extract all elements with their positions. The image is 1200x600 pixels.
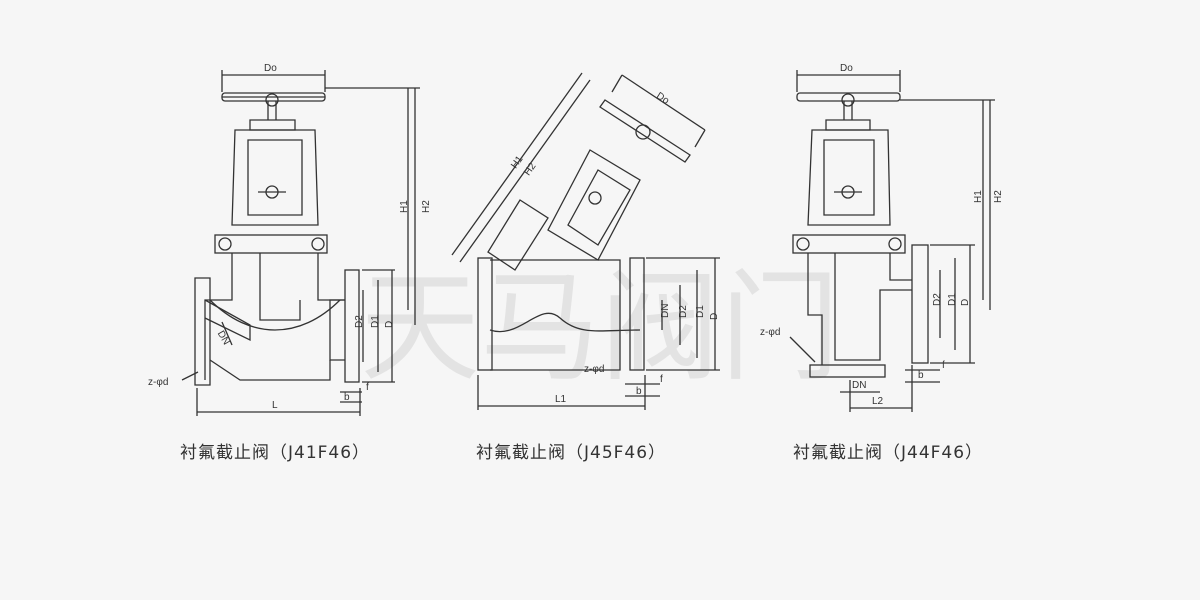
j45-label-l1: L1 <box>555 394 567 405</box>
caption-j41: 衬氟截止阀（J41F46） <box>180 443 371 463</box>
j41-label-d: D <box>384 321 395 328</box>
j45-label-dn: DN <box>660 304 671 318</box>
j41-label-bolt: z-φd <box>148 377 168 388</box>
j41-label-f: f <box>366 382 369 393</box>
j45-label-do: Do <box>654 91 671 107</box>
j45-label-bolt: z-φd <box>584 364 604 375</box>
j41-label-dn: DN <box>215 329 232 347</box>
j45-label-h2: H2 <box>522 161 539 178</box>
j44-label-f: f <box>942 360 945 371</box>
j45-label-b: b <box>636 386 642 397</box>
j41-label-h2: H2 <box>421 200 432 213</box>
diagram-j44 <box>789 70 995 412</box>
j44-label-d2: D2 <box>932 293 943 306</box>
j44-label-h2: H2 <box>993 190 1004 203</box>
diagram-j45 <box>451 72 720 410</box>
j45-label-d1: D1 <box>695 305 706 318</box>
watermark: 天马阀门 <box>360 259 840 398</box>
caption-j44: 衬氟截止阀（J44F46） <box>793 443 984 463</box>
j44-label-do: Do <box>840 63 853 74</box>
j44-label-bolt: z-φd <box>760 327 780 338</box>
j44-label-dn: DN <box>852 380 866 391</box>
j44-label-l2: L2 <box>872 396 884 407</box>
j45-label-d: D <box>709 313 720 320</box>
j41-label-do: Do <box>264 63 277 74</box>
j44-label-d: D <box>960 299 971 306</box>
j45-label-f: f <box>660 374 663 385</box>
j41-label-l: L <box>272 400 278 411</box>
diagram-j41 <box>181 70 420 416</box>
j41-label-b: b <box>344 392 350 403</box>
j44-label-d1: D1 <box>947 293 958 306</box>
j41-label-h1: H1 <box>399 200 410 213</box>
j44-label-b: b <box>918 370 924 381</box>
caption-j45: 衬氟截止阀（J45F46） <box>476 443 667 463</box>
j44-label-h1: H1 <box>973 190 984 203</box>
j41-label-d1: D1 <box>370 315 381 328</box>
j45-label-d2: D2 <box>678 305 689 318</box>
j41-label-d2: D2 <box>354 315 365 328</box>
